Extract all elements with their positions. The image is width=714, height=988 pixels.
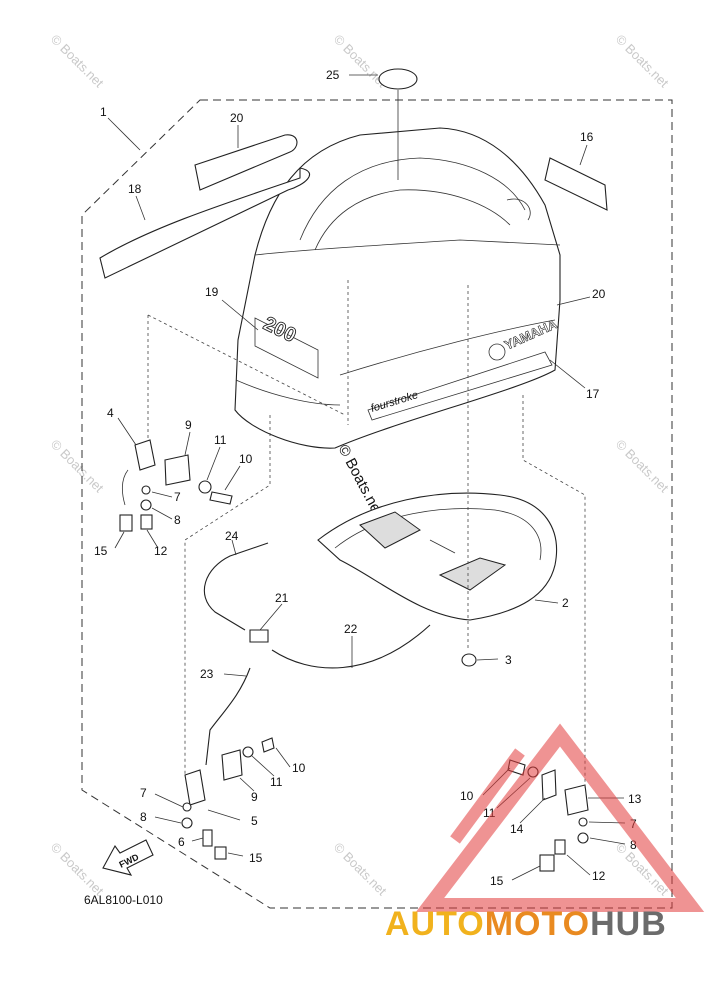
- callout-6: 6: [178, 835, 185, 849]
- callout-19: 19: [205, 285, 219, 299]
- automotohub-logo-icon: [415, 723, 705, 912]
- callout-3: 3: [505, 653, 512, 667]
- callout-10-upper: 10: [239, 452, 253, 466]
- hose-22: [271, 624, 431, 669]
- callout-9-left: 9: [251, 790, 258, 804]
- watermark-top-left: © Boats.net: [48, 32, 107, 91]
- callout-24: 24: [225, 529, 239, 543]
- top-cowling: 200 YAMAHA fourstroke © Boats.net: [234, 127, 561, 520]
- callout-21: 21: [275, 591, 289, 605]
- callout-15-left: 15: [249, 851, 263, 865]
- nut-part-3: [461, 653, 477, 667]
- joint-21: [249, 629, 269, 643]
- watermark-mid-left: © Boats.net: [48, 437, 107, 496]
- callout-15-right: 15: [490, 874, 504, 888]
- callout-1: 1: [100, 105, 107, 119]
- watermark-bottom-left: © Boats.net: [48, 840, 107, 899]
- brand-part-hub: HUB: [590, 905, 667, 943]
- yamaha-logo-icon: [488, 343, 506, 361]
- callout-22: 22: [344, 622, 358, 636]
- decal-part-18: [99, 167, 311, 279]
- assembly-boundary: [81, 99, 673, 909]
- grommet-part: [378, 68, 418, 90]
- callout-4: 4: [107, 406, 114, 420]
- callout-23: 23: [200, 667, 214, 681]
- callout-12-right: 12: [592, 869, 606, 883]
- diagram-code: 6AL8100-L010: [84, 893, 163, 907]
- callout-7-upper: 7: [174, 490, 181, 504]
- hose-24: [203, 542, 269, 631]
- brand-wordmark: AUTOMOTOHUB: [385, 905, 667, 944]
- callout-12-upper: 12: [154, 544, 168, 558]
- callout-17: 17: [586, 387, 600, 401]
- watermark-mid-right: © Boats.net: [613, 437, 672, 496]
- brand-part-moto: MOTO: [484, 905, 591, 943]
- callout-11-left: 11: [270, 775, 283, 789]
- hose-23: [205, 667, 251, 766]
- model-badge-outline: [254, 317, 319, 379]
- callout-15-upper: 15: [94, 544, 108, 558]
- watermark-top-right: © Boats.net: [613, 32, 672, 91]
- callout-8-right: 8: [630, 838, 637, 852]
- callouts: 1 20 18 25 16 19 20 17 4 9 11 10 7 8 15 …: [94, 68, 642, 888]
- guide-line-left: [184, 415, 271, 775]
- callout-18: 18: [128, 182, 142, 196]
- callout-20-right: 20: [592, 287, 606, 301]
- callout-13: 13: [628, 792, 642, 806]
- callout-20-top: 20: [230, 111, 244, 125]
- callout-10-right: 10: [460, 789, 474, 803]
- brand-part-auto: AUTO: [385, 905, 485, 943]
- callout-5: 5: [251, 814, 258, 828]
- guide-line-right: [522, 395, 586, 790]
- callout-14: 14: [510, 822, 524, 836]
- decal-part-20: [194, 134, 298, 191]
- guide-line-19: [147, 314, 346, 416]
- callout-9-upper: 9: [185, 418, 192, 432]
- callout-8-left: 8: [140, 810, 147, 824]
- callout-8-upper: 8: [174, 513, 181, 527]
- watermark-bottom-center: © Boats.net: [331, 840, 390, 899]
- callout-25: 25: [326, 68, 340, 82]
- fwd-arrow-icon: FWD: [102, 839, 154, 876]
- callout-11-upper: 11: [214, 433, 227, 447]
- callout-10-left: 10: [292, 761, 306, 775]
- decal-part-16: [544, 157, 608, 211]
- callout-2: 2: [562, 596, 569, 610]
- callout-16: 16: [580, 130, 594, 144]
- left-lower-bracket: [181, 737, 275, 860]
- seal-tray: [317, 492, 557, 667]
- callout-7-left: 7: [140, 786, 147, 800]
- left-upper-bracket: [119, 439, 233, 532]
